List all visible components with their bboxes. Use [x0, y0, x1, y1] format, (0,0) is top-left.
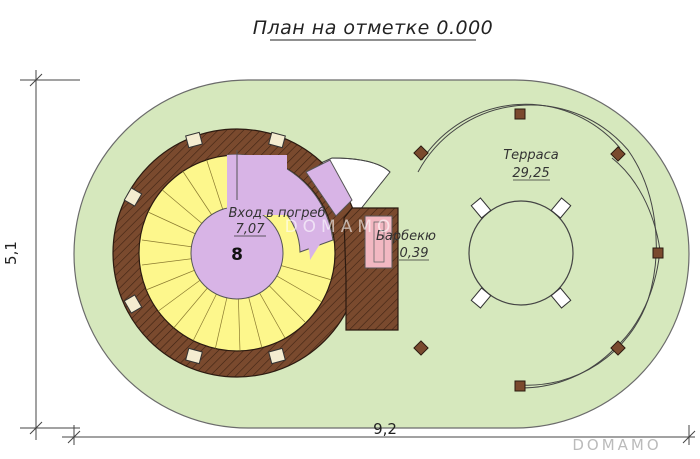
plan-title: План на отметке 0.000: [253, 17, 494, 39]
door-arc: [331, 157, 391, 173]
terrace-posts: [413, 108, 664, 392]
stair-mark: 8: [231, 245, 243, 265]
terrace-arc-top: [421, 103, 621, 161]
width-dimension: 9,2: [373, 420, 397, 438]
corner-watermark: DOMAMO: [572, 436, 661, 454]
terrace-arc-bottom: [519, 347, 616, 389]
cellar-entry-name: Вход в погреб: [228, 206, 325, 221]
bbq-name: Барбекю: [376, 229, 436, 244]
round-table: [468, 200, 574, 306]
bbq-grill: [373, 221, 385, 263]
height-dimension: 5,1: [2, 241, 20, 265]
terrace-arc-outer: [417, 104, 657, 386]
center-watermark: DOMAMO: [285, 217, 396, 237]
bbq-box: [364, 215, 393, 269]
tower-windows: [123, 131, 286, 365]
cellar-fill-2: [227, 154, 330, 260]
terrace-name: Терраса: [503, 148, 559, 163]
entry-passage: [305, 159, 353, 217]
cellar-entry-area: 7,07: [236, 222, 266, 237]
terrace-area: 29,25: [512, 166, 549, 181]
table-chairs: [470, 197, 572, 309]
dimension-lines: [20, 70, 696, 445]
bbq-area: 0,39: [400, 246, 429, 261]
